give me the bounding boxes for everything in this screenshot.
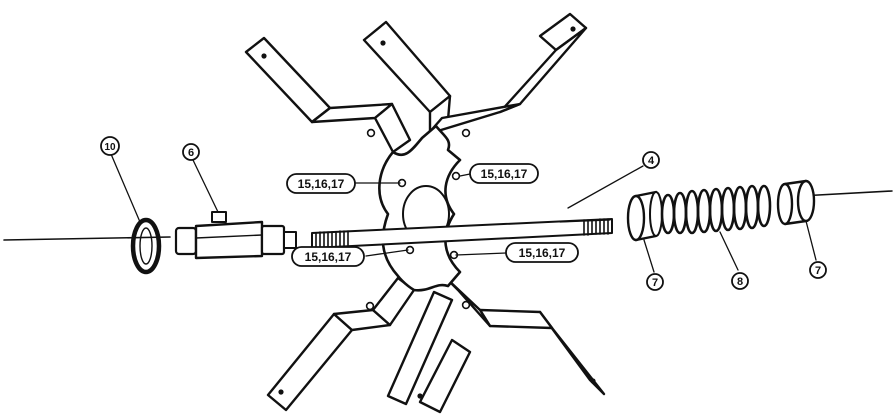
callout-text: 15,16,17	[519, 246, 566, 260]
callout-text: 7	[652, 277, 658, 289]
bracket-arm-top-right	[426, 12, 588, 136]
bolt-hole	[461, 300, 471, 310]
callout-text: 8	[737, 276, 743, 288]
leader-lines	[110, 153, 817, 273]
callout-part-7-left: 7	[646, 273, 664, 291]
bracket-arm-bottom-center	[386, 290, 472, 414]
mounting-hole	[417, 393, 423, 399]
mounting-hole	[570, 26, 576, 32]
mounting-hole	[278, 389, 284, 395]
bolt-hole	[461, 128, 471, 138]
callout-15-16-17-upper-left: 15,16,17	[286, 173, 356, 194]
callout-part-10: 10	[100, 136, 120, 156]
mounting-hole	[590, 378, 596, 384]
callout-part-7-right: 7	[809, 261, 827, 279]
bolt-hole	[451, 171, 461, 181]
callout-text: 6	[188, 147, 194, 159]
callout-part-8: 8	[731, 272, 749, 290]
shaft-thread-right	[583, 218, 609, 236]
shaft-thread-left	[315, 230, 349, 249]
callout-15-16-17-lower-left: 15,16,17	[291, 246, 365, 267]
axis-centerline	[3, 190, 893, 241]
bracket-arm-top-left	[244, 36, 412, 154]
callout-part-6: 6	[182, 143, 200, 161]
hub-plate	[365, 124, 471, 311]
callout-text: 7	[815, 265, 821, 277]
callout-text: 15,16,17	[305, 250, 352, 264]
callout-text: 15,16,17	[298, 177, 345, 191]
coupling-set-screw	[211, 211, 227, 223]
bolt-hole	[366, 128, 376, 138]
bracket-arm-bottom-right	[444, 276, 606, 396]
mounting-hole	[380, 40, 386, 46]
compression-spring	[660, 184, 772, 235]
mounting-hole	[261, 53, 267, 59]
callout-15-16-17-upper-right: 15,16,17	[469, 163, 539, 184]
callout-text: 15,16,17	[481, 167, 528, 181]
washer-right	[776, 179, 816, 226]
bolt-hole	[365, 301, 375, 311]
o-ring	[130, 217, 162, 275]
callout-part-4: 4	[642, 151, 660, 169]
bracket-assembly	[244, 12, 606, 414]
coupling-nut	[174, 211, 297, 260]
callout-text: 4	[648, 155, 655, 167]
washer-left	[626, 190, 663, 242]
threaded-shaft	[311, 218, 613, 249]
callout-15-16-17-lower-right: 15,16,17	[505, 242, 579, 263]
callout-text: 10	[104, 142, 116, 153]
